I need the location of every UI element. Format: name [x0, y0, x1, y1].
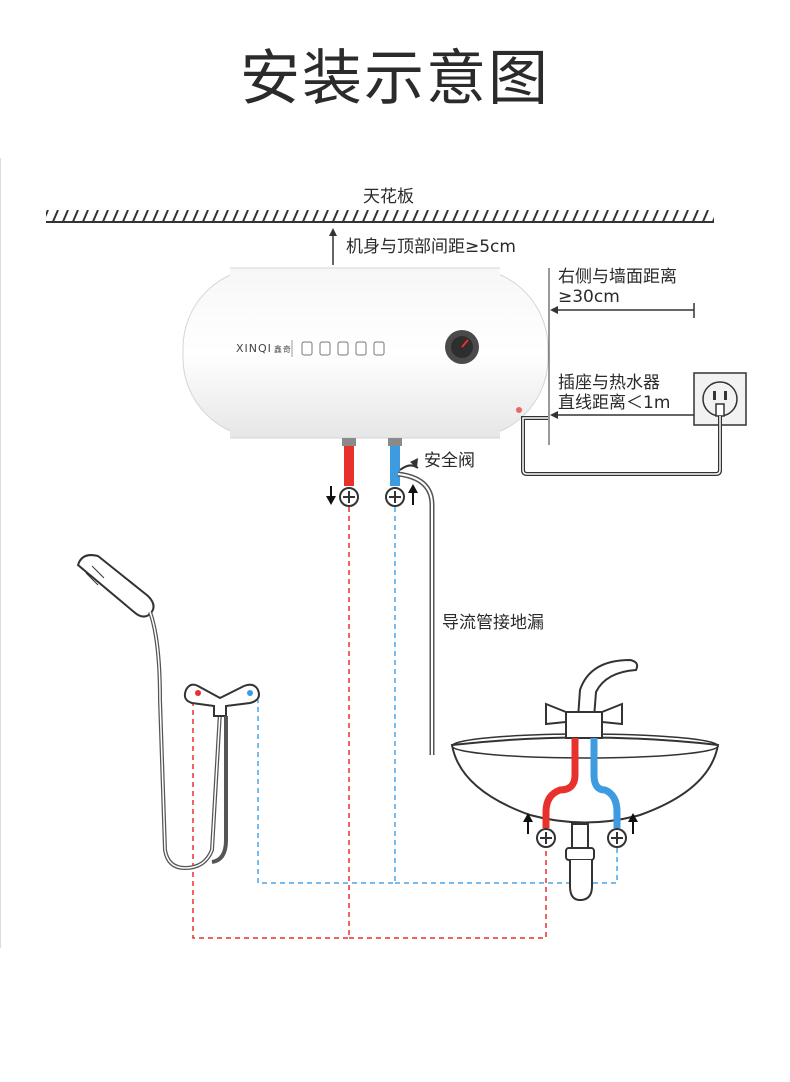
- top-gap-arrow: [329, 228, 337, 265]
- ceiling: [46, 210, 714, 223]
- power-cable: [521, 416, 722, 476]
- basin-drain-trap: [565, 823, 595, 902]
- right-gap-label-line2: ≥30cm: [558, 287, 620, 307]
- right-gap-arrow: [548, 268, 695, 445]
- socket-distance-label-line1: 插座与热水器: [558, 373, 660, 393]
- top-gap-label: 机身与顶部间距≥5cm: [346, 237, 516, 257]
- shower-hose: [148, 611, 222, 871]
- ceiling-label: 天花板: [363, 187, 414, 207]
- shower-mixer-valve: [183, 683, 260, 864]
- shower-head: [76, 554, 155, 618]
- drain-pipe-label: 导流管接地漏: [442, 613, 544, 633]
- temperature-dial: [445, 330, 479, 364]
- safety-valve: [397, 458, 435, 755]
- page-title: 安装示意图: [240, 44, 550, 114]
- hot-water-dashed-lines: [192, 507, 547, 939]
- control-panel: [291, 340, 385, 357]
- brand-name-cn: 鑫奇: [273, 345, 292, 354]
- indicator-light: [516, 407, 522, 413]
- diagram-panel: [0, 158, 790, 948]
- brand-name: XINQI: [236, 342, 272, 355]
- basin-cold-pipe: [590, 738, 638, 848]
- flow-direction-arrows: [326, 484, 418, 505]
- hot-outlet-pipe: [339, 438, 359, 507]
- water-heater: [182, 267, 549, 439]
- washbasin: [450, 733, 720, 824]
- cold-inlet-pipe: [385, 438, 405, 507]
- safety-valve-label: 安全阀: [424, 451, 475, 471]
- basin-hot-pipe: [523, 738, 579, 848]
- cold-water-dashed-lines: [257, 507, 618, 884]
- socket-distance-label-line2: 直线距离＜1m: [558, 393, 671, 413]
- basin-faucet: [545, 658, 639, 739]
- right-gap-label-line1: 右侧与墙面距离: [558, 267, 677, 287]
